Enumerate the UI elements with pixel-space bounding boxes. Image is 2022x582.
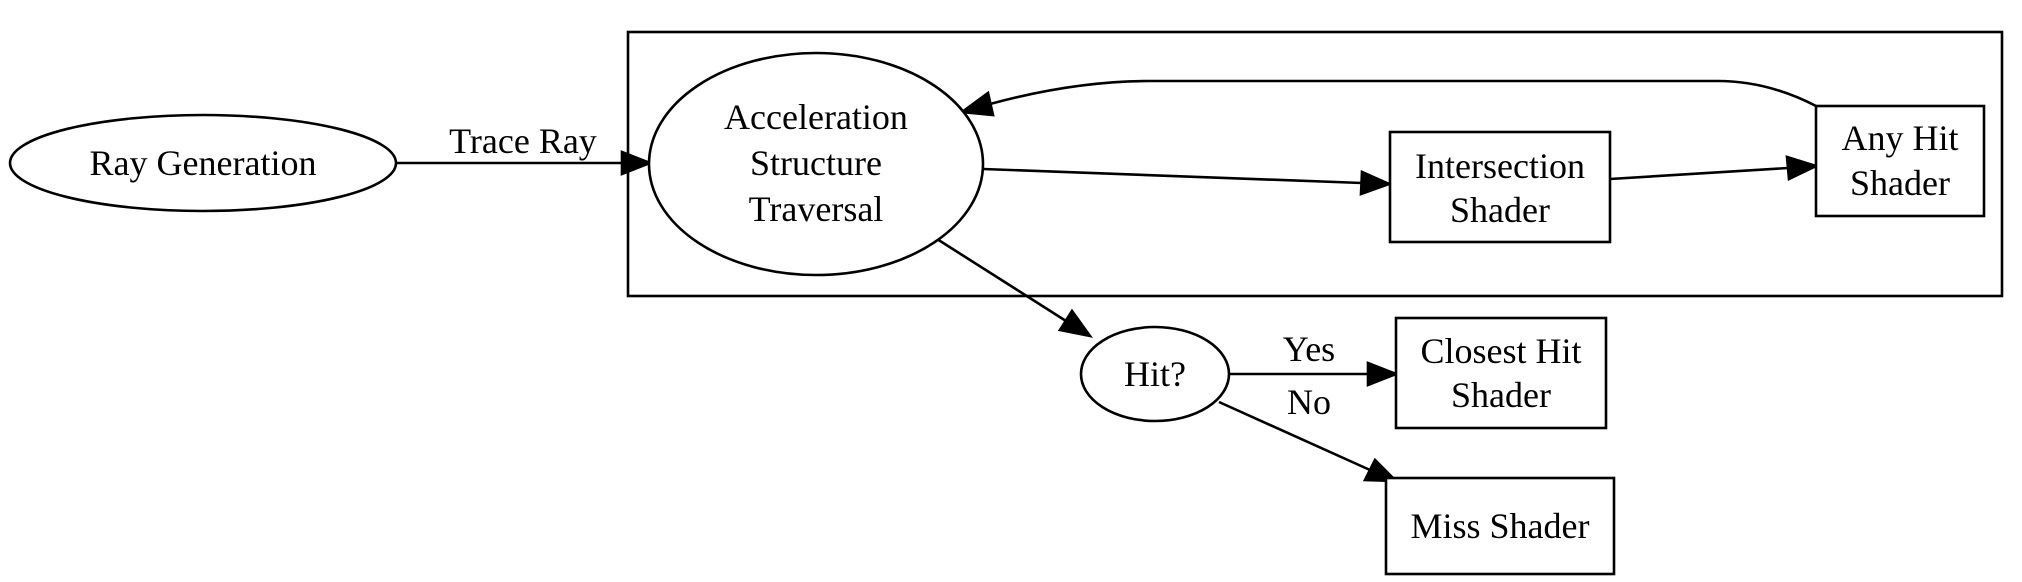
node-label-line-1: Closest Hit bbox=[1420, 331, 1581, 371]
arrowhead bbox=[1057, 308, 1093, 338]
node-label: Miss Shader bbox=[1411, 506, 1590, 546]
edge-any-hit-to-acceleration bbox=[958, 79, 1817, 117]
arrowhead bbox=[620, 150, 654, 176]
node-intersection-shader: Intersection Shader bbox=[1388, 130, 1612, 244]
node-label-line-2: Structure bbox=[750, 143, 882, 183]
edge-intersection-to-any-hit bbox=[1609, 155, 1820, 181]
node-ray-generation: Ray Generation bbox=[8, 113, 398, 213]
node-label-line-3: Traversal bbox=[749, 189, 884, 229]
edge-label-no: No bbox=[1287, 382, 1331, 422]
node-label-line-2: Shader bbox=[1850, 163, 1950, 203]
node-label-line-2: Shader bbox=[1451, 375, 1551, 415]
arrowhead bbox=[1362, 457, 1400, 483]
node-miss-shader: Miss Shader bbox=[1384, 476, 1616, 576]
arrowhead bbox=[958, 90, 995, 117]
node-hit-decision: Hit? bbox=[1079, 325, 1231, 423]
node-label-line-2: Shader bbox=[1450, 190, 1550, 230]
edge-acceleration-to-hit bbox=[936, 237, 1093, 338]
arrowhead bbox=[1785, 155, 1820, 181]
edge-yes: Yes bbox=[1230, 329, 1400, 387]
node-label: Ray Generation bbox=[90, 143, 317, 183]
edge-no: No bbox=[1218, 382, 1400, 483]
node-any-hit-shader: Any Hit Shader bbox=[1814, 104, 1986, 218]
edge-label-yes: Yes bbox=[1283, 329, 1335, 369]
edge-acceleration-to-intersection bbox=[982, 167, 1393, 196]
edge-trace-ray: Trace Ray bbox=[396, 121, 654, 176]
node-label-line-1: Intersection bbox=[1415, 146, 1585, 186]
node-closest-hit-shader: Closest Hit Shader bbox=[1394, 316, 1608, 430]
arrowhead bbox=[1359, 170, 1393, 196]
node-acceleration-structure-traversal: Acceleration Structure Traversal bbox=[647, 51, 985, 277]
node-label: Hit? bbox=[1124, 354, 1186, 394]
arrowhead bbox=[1366, 361, 1400, 387]
edge-label-trace-ray: Trace Ray bbox=[449, 121, 597, 161]
node-label-line-1: Any Hit bbox=[1842, 118, 1959, 158]
node-label-line-1: Acceleration bbox=[724, 97, 908, 137]
